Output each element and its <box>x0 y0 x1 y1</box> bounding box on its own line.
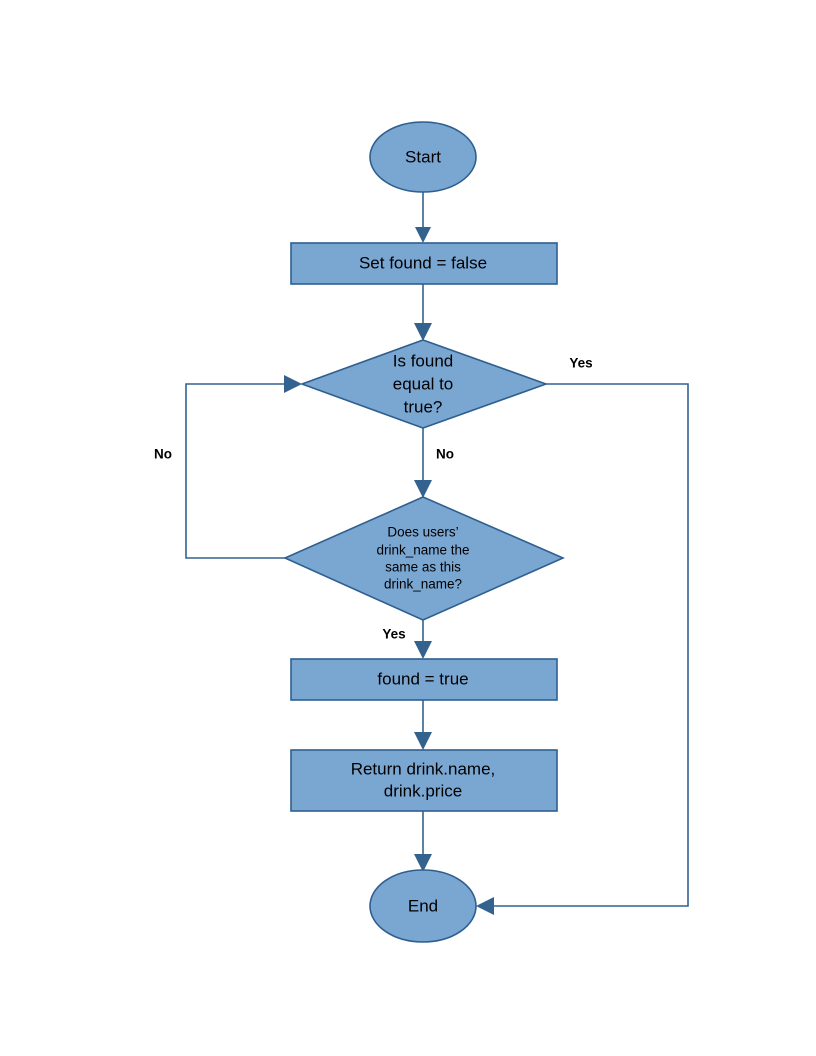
node-end[interactable]: End <box>369 869 477 943</box>
connector-start-to-setfound <box>415 192 431 243</box>
node-start-label: Start <box>405 147 441 166</box>
node-decision-compare-drink-name-line4: drink_name? <box>384 577 462 592</box>
edge-label-decision2-no: No <box>436 447 454 462</box>
node-decision-compare-drink-name-line1: Does users’ <box>387 525 458 540</box>
node-decision-compare-drink-name-line3: same as this <box>385 560 461 575</box>
connector-decision1-no-to-decision2 <box>414 428 432 498</box>
node-set-found-false[interactable]: Set found = false <box>290 242 558 285</box>
node-return-drink-line2: drink.price <box>384 781 462 800</box>
node-decision-compare-drink-name[interactable]: Does users’ drink_name the same as this … <box>283 496 565 621</box>
node-start[interactable]: Start <box>369 121 477 193</box>
connector-decision1-yes-to-end <box>476 383 689 915</box>
connector-return-to-end <box>414 811 432 872</box>
node-decision-compare-drink-name-line2: drink_name the <box>376 543 469 558</box>
node-end-label: End <box>408 896 438 915</box>
connector-setfound-to-decision1 <box>414 284 432 341</box>
node-decision-is-found-true[interactable]: Is found equal to true? <box>299 339 549 429</box>
connector-decision2-yes-to-foundtrue <box>414 620 432 659</box>
node-decision-is-found-true-line1: Is found <box>393 351 454 370</box>
node-decision-is-found-true-line2: equal to <box>393 374 454 393</box>
node-found-true-label: found = true <box>377 669 468 688</box>
node-found-true[interactable]: found = true <box>290 658 558 701</box>
node-decision-is-found-true-line3: true? <box>404 397 443 416</box>
edge-label-decision2-yes: Yes <box>382 627 405 642</box>
node-set-found-false-label: Set found = false <box>359 253 487 272</box>
node-return-drink-line1: Return drink.name, <box>351 759 496 778</box>
connector-decision2-no-to-decision1 <box>185 375 302 559</box>
edge-label-decision1-no: No <box>154 447 172 462</box>
connector-foundtrue-to-return <box>414 700 432 750</box>
edge-label-decision1-yes: Yes <box>569 356 592 371</box>
node-return-drink[interactable]: Return drink.name, drink.price <box>290 749 558 812</box>
